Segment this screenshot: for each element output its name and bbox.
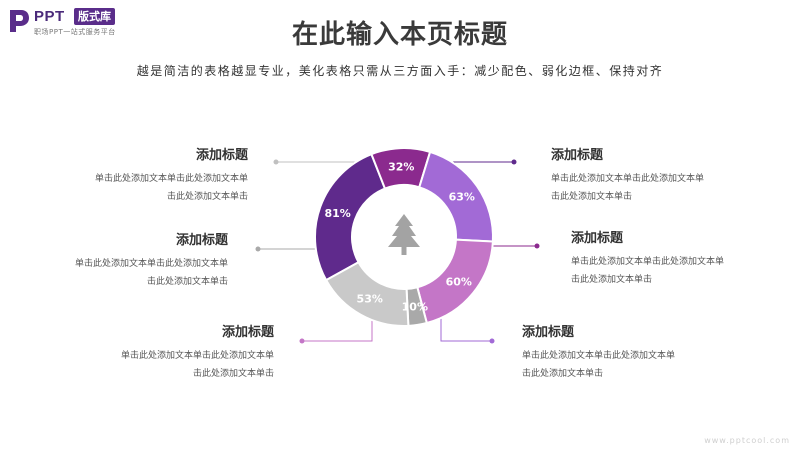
donut-label-4: 60%	[446, 275, 472, 288]
donut-segment-1	[314, 152, 387, 282]
logo-icon	[10, 10, 29, 32]
donut-label-3: 63%	[449, 191, 475, 204]
leader-dot-1	[273, 159, 279, 165]
donut-labels: 81% 32% 63% 60% 10% 53%	[324, 161, 474, 314]
callout-middle-right: 添加标题 单击此处添加文本单击此处添加文本单 击此处添加文本单击	[571, 227, 761, 289]
page-title: 在此输入本页标题	[291, 20, 508, 50]
donut-label-6: 53%	[357, 293, 383, 306]
callout-text-line: 单击此处添加文本单击此处添加文本单	[74, 259, 228, 269]
callout-text-line: 击此处添加文本单击	[166, 192, 248, 202]
donut-segments	[314, 147, 494, 327]
callout-title: 添加标题	[551, 148, 604, 163]
tree-icon	[388, 214, 420, 255]
leader-line-6	[440, 318, 492, 342]
callout-title: 添加标题	[571, 231, 624, 246]
footer-watermark: www.pptcool.com	[704, 436, 790, 445]
leader-dot-3	[299, 338, 305, 344]
callout-text-line: 击此处添加文本单击	[146, 277, 228, 287]
callout-text-line: 击此处添加文本单击	[192, 369, 274, 379]
callout-top-right: 添加标题 单击此处添加文本单击此处添加文本单 击此处添加文本单击	[551, 144, 741, 206]
brand-logo: PPT 版式库 职场PPT一站式服务平台	[8, 6, 158, 36]
leader-line-3	[302, 320, 373, 342]
callout-text-line: 击此处添加文本单击	[522, 369, 604, 379]
callout-text-line: 单击此处添加文本单击此处添加文本单	[571, 257, 725, 267]
callout-title: 添加标题	[522, 325, 575, 340]
leader-dot-4	[511, 159, 517, 165]
callout-title: 添加标题	[195, 148, 248, 163]
callout-text-line: 单击此处添加文本单击此处添加文本单	[522, 351, 676, 361]
callout-bottom-left: 添加标题 单击此处添加文本单击此处添加文本单 击此处添加文本单击	[84, 321, 274, 383]
callout-text-line: 击此处添加文本单击	[551, 192, 633, 202]
leader-dot-5	[534, 243, 540, 249]
callout-text-line: 击此处添加文本单击	[571, 275, 653, 285]
brand-tagline: 职场PPT一站式服务平台	[34, 28, 116, 36]
donut-label-5: 10%	[402, 301, 428, 314]
brand-name: PPT	[34, 8, 65, 25]
callout-middle-left: 添加标题 单击此处添加文本单击此处添加文本单 击此处添加文本单击	[38, 229, 228, 291]
donut-label-1: 81%	[324, 207, 350, 220]
leader-lines	[255, 159, 540, 344]
donut-label-2: 32%	[388, 161, 414, 174]
page-subtitle: 越是简洁的表格越显专业，美化表格只需从三方面入手：减少配色、弱化边框、保持对齐	[136, 64, 664, 78]
leader-dot-6	[489, 338, 495, 344]
donut-segment-6	[324, 260, 410, 327]
callout-text-line: 单击此处添加文本单击此处添加文本单	[120, 351, 274, 361]
callout-title: 添加标题	[221, 325, 274, 340]
callout-bottom-right: 添加标题 单击此处添加文本单击此处添加文本单 击此处添加文本单击	[522, 321, 712, 383]
callout-text-line: 单击此处添加文本单击此处添加文本单	[551, 174, 705, 184]
brand-badge: 版式库	[74, 8, 115, 25]
leader-dot-2	[255, 246, 261, 252]
callout-title: 添加标题	[175, 233, 228, 248]
callout-text-line: 单击此处添加文本单击此处添加文本单	[94, 174, 248, 184]
callout-top-left: 添加标题 单击此处添加文本单击此处添加文本单 击此处添加文本单击	[58, 144, 248, 206]
